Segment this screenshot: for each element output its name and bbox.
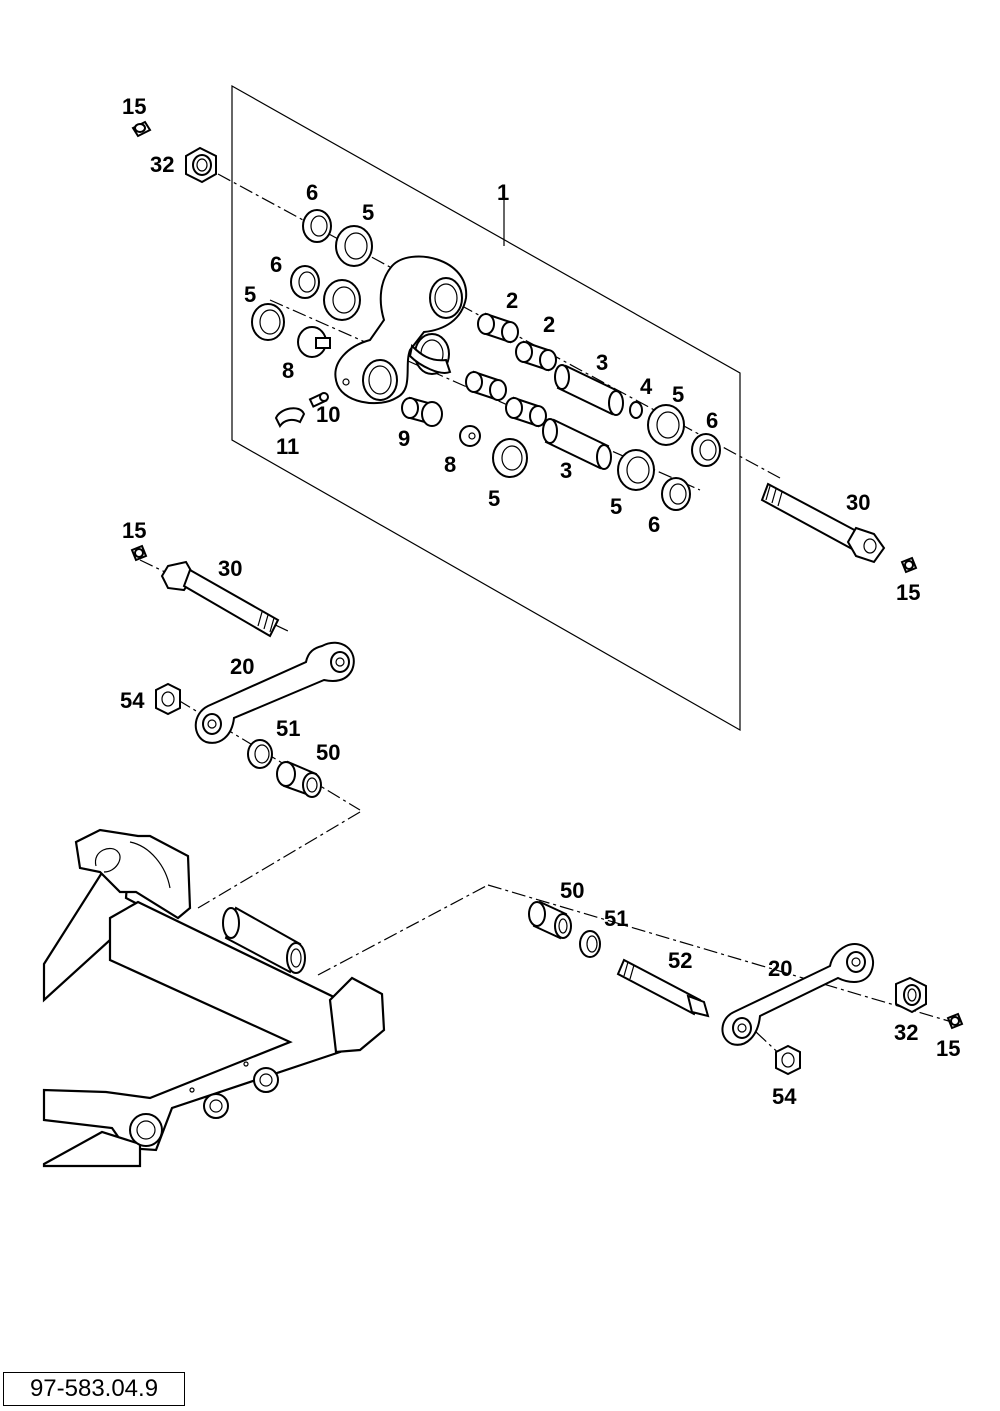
callout-8-a: 8: [282, 358, 294, 383]
callout-15-right: 15: [896, 580, 920, 605]
nut-54-left: [155, 682, 181, 716]
callout-30-right: 30: [846, 490, 870, 515]
lever-20-right: [721, 943, 875, 1046]
callout-51-right: 51: [604, 906, 628, 931]
washer-51-right: [579, 930, 601, 958]
lever-20-left: [194, 641, 355, 744]
callout-20-right: 20: [768, 956, 792, 981]
callout-3-a: 3: [596, 350, 608, 375]
callout-32-right: 32: [894, 1020, 918, 1045]
callout-6-d: 6: [648, 512, 660, 537]
grease-fitting-10: [308, 392, 329, 408]
linkage-lever-body: [334, 255, 468, 405]
callout-11: 11: [276, 434, 299, 459]
seal-8-lower: [459, 425, 481, 447]
callout-50-left: 50: [316, 740, 340, 765]
callout-6-c: 6: [706, 408, 718, 433]
grease-nipple-15-top: [131, 120, 152, 138]
callout-51-left: 51: [276, 716, 300, 741]
callout-1: 1: [497, 180, 509, 205]
callout-labels: 1 15 32 6 5 6 5 8 10 11 9 8 5 2 2 3 3 4 …: [120, 94, 960, 1109]
callout-50-right: 50: [560, 878, 584, 903]
callout-5-e: 5: [610, 494, 622, 519]
grease-nipple-15-bottom-right: [946, 1012, 964, 1030]
washer-51-left: [247, 739, 273, 769]
nut-32-right: [895, 976, 927, 1014]
callout-10: 10: [316, 402, 340, 427]
grease-nipple-15-right: [900, 556, 918, 574]
bushing-50-right: [528, 900, 572, 940]
callout-5-d: 5: [672, 382, 684, 407]
callout-32-top-left: 32: [150, 152, 174, 177]
callout-8-b: 8: [444, 452, 456, 477]
callout-3-b: 3: [560, 458, 572, 483]
seal-8-upper: [297, 326, 331, 358]
callout-4: 4: [640, 374, 653, 399]
callout-2-a: 2: [506, 288, 518, 313]
callout-5-c: 5: [488, 486, 500, 511]
bolt-30-left: [160, 560, 280, 638]
bushing-9: [401, 396, 443, 427]
sleeves-3: [542, 364, 624, 470]
callout-9: 9: [398, 426, 410, 451]
nut-54-right: [775, 1044, 801, 1076]
drawing-code-label: 97-583.04.9: [3, 1372, 185, 1406]
callout-30-left: 30: [218, 556, 242, 581]
callout-52: 52: [668, 948, 692, 973]
cap-11: [274, 407, 306, 428]
frame-swingarm: [42, 828, 386, 1168]
nut-32-top: [185, 146, 217, 184]
grease-nipple-15-left: [130, 544, 148, 562]
assembly-group-frame: [231, 84, 741, 732]
ring-4: [629, 401, 643, 419]
callout-2-b: 2: [543, 312, 555, 337]
callout-54-right: 54: [772, 1084, 797, 1109]
callout-5-a: 5: [362, 200, 374, 225]
callout-15-top-left: 15: [122, 94, 146, 119]
callout-15-left: 15: [122, 518, 146, 543]
needle-bearings-2: [465, 312, 557, 428]
bearing-rings: [251, 209, 721, 511]
callout-54-left: 54: [120, 688, 145, 713]
bolt-30-right: [760, 482, 886, 564]
callout-15-bottom-right: 15: [936, 1036, 960, 1061]
callout-6-b: 6: [270, 252, 282, 277]
callout-20-left: 20: [230, 654, 254, 679]
bushing-50-left: [276, 760, 322, 798]
callout-5-b: 5: [244, 282, 256, 307]
pin-52: [616, 958, 710, 1018]
callout-6-a: 6: [306, 180, 318, 205]
